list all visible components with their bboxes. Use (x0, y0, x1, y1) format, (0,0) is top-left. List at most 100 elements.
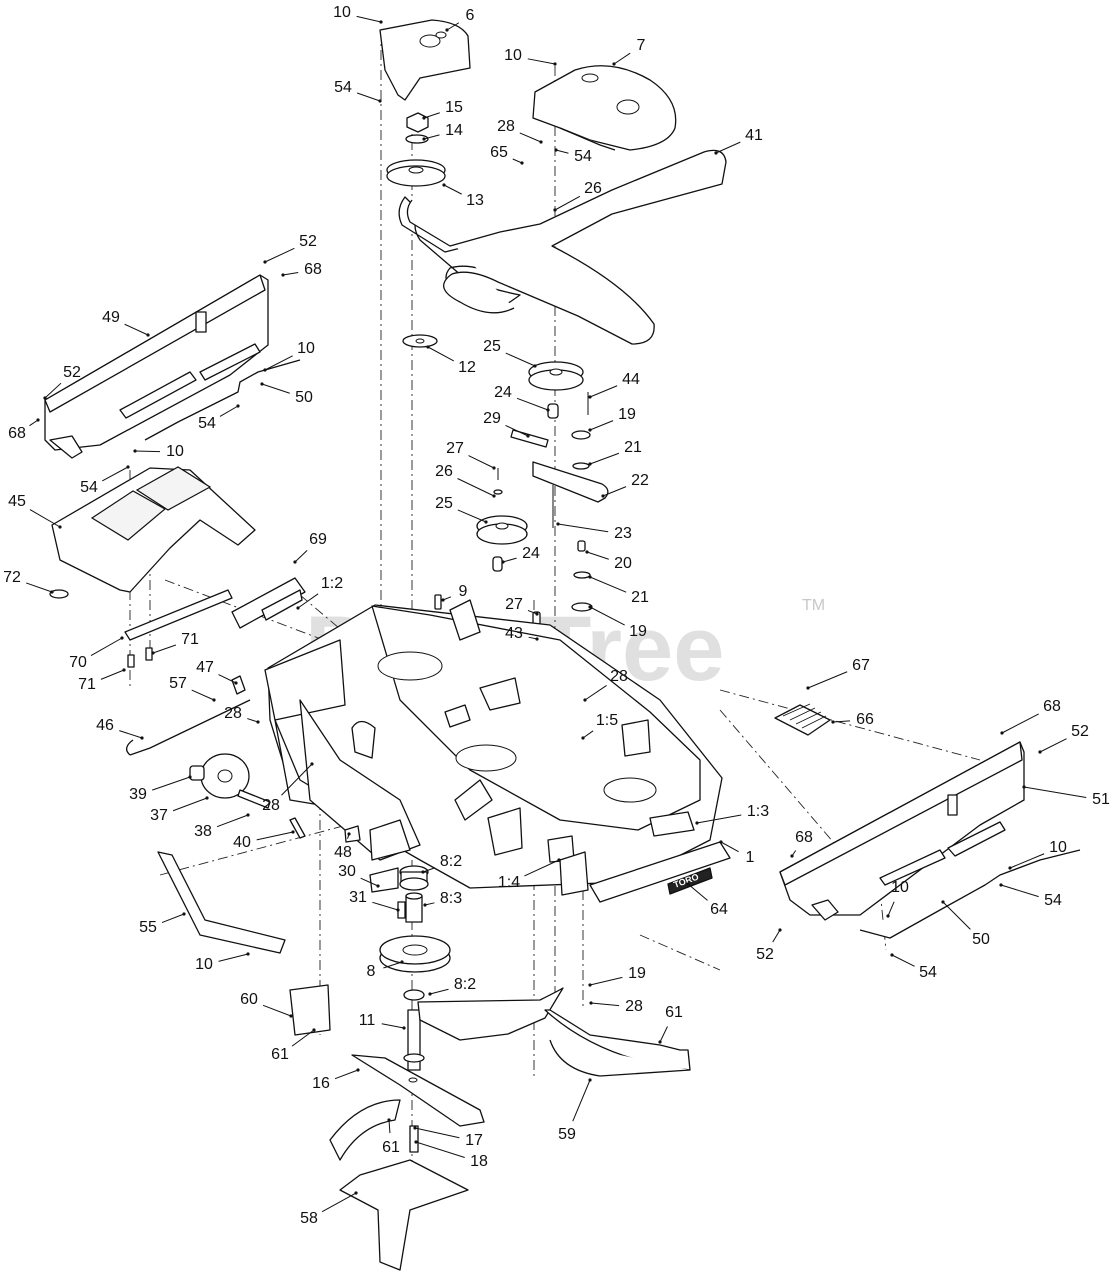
leader-line (589, 576, 627, 593)
leader-dot (43, 396, 47, 400)
callout-54: 54 (890, 953, 937, 981)
callout-54: 54 (334, 79, 382, 103)
leader-line (25, 582, 53, 593)
leader-dot (445, 28, 449, 32)
leader-dot (588, 605, 592, 609)
callout-number: 68 (304, 261, 322, 278)
callout-52: 52 (1038, 723, 1089, 754)
leader-dot (133, 449, 137, 453)
callout-number: 12 (458, 359, 476, 376)
leader-line (832, 720, 851, 723)
callout-59: 59 (558, 1078, 592, 1143)
callout-8-2: 8:2 (428, 976, 476, 996)
callout-number: 50 (972, 931, 990, 948)
leader-dot (263, 260, 267, 264)
leader-dot (422, 137, 426, 141)
callout-number: 70 (69, 654, 87, 671)
callout-number: 52 (63, 364, 81, 381)
leader-dot (396, 908, 400, 912)
callout-28: 28 (497, 118, 543, 144)
leader-dot (535, 612, 539, 616)
callout-number: 1:3 (747, 803, 769, 820)
leader-dot (378, 99, 382, 103)
callout-50: 50 (941, 900, 990, 948)
leader-line (589, 606, 625, 626)
callout-48: 48 (334, 832, 352, 861)
leader-line (219, 405, 239, 417)
leader-dot (588, 575, 592, 579)
leader-line (360, 877, 379, 887)
callout-number: 28 (497, 118, 515, 135)
callout-61: 61 (382, 1118, 400, 1156)
leader-dot (414, 1140, 418, 1144)
leader-line (554, 195, 581, 211)
leader-line (383, 961, 403, 969)
callout-number: 26 (584, 180, 602, 197)
callout-number: 46 (96, 717, 114, 734)
callout-68: 68 (8, 418, 40, 442)
callout-14: 14 (422, 122, 463, 141)
callout-number: 7 (637, 37, 646, 54)
callout-60: 60 (240, 991, 293, 1018)
callout-26: 26 (553, 180, 602, 212)
callout-45: 45 (8, 493, 62, 529)
leader-line (172, 797, 208, 812)
leader-line (281, 763, 313, 796)
callout-27: 27 (446, 440, 496, 470)
pulley-hardware-center (386, 112, 446, 348)
callout-16: 16 (312, 1068, 360, 1092)
callout-number: 54 (334, 79, 352, 96)
leader-line (555, 149, 569, 154)
callout-1-5: 1:5 (581, 712, 618, 740)
leader-line (1000, 884, 1039, 898)
leader-dot (188, 775, 192, 779)
callout-number: 28 (224, 705, 242, 722)
leader-line (659, 1026, 668, 1043)
callout-37: 37 (150, 796, 209, 824)
leader-line (687, 883, 708, 901)
callout-19: 19 (588, 605, 647, 640)
leader-line (457, 478, 495, 497)
leader-dot (310, 762, 314, 766)
pulley-lower-25 (434, 468, 541, 643)
callout-11: 11 (359, 1012, 406, 1030)
leader-line (152, 644, 177, 654)
callout-66: 66 (831, 711, 874, 728)
callout-7: 7 (612, 37, 646, 66)
callout-24: 24 (494, 384, 550, 412)
leader-line (256, 831, 294, 841)
callout-52: 52 (43, 364, 81, 400)
leader-dot (236, 404, 240, 408)
callout-46: 46 (96, 717, 144, 740)
leader-dot (423, 903, 427, 907)
callout-number: 19 (618, 406, 636, 423)
leader-line (152, 776, 191, 791)
leader-dot (442, 183, 446, 187)
callout-68: 68 (281, 261, 322, 278)
callout-number: 54 (198, 415, 216, 432)
leader-line (218, 953, 249, 962)
callout-10: 10 (333, 4, 383, 24)
callout-number: 23 (614, 525, 632, 542)
leader-line (261, 383, 290, 394)
side-baffle-left-49 (44, 274, 269, 459)
callout-number: 6 (466, 7, 475, 24)
callout-number: 27 (505, 596, 523, 613)
leader-line (297, 593, 319, 609)
callout-39: 39 (129, 775, 192, 803)
callout-number: 8:3 (440, 890, 462, 907)
leader-dot (36, 418, 40, 422)
callout-number: 48 (334, 844, 352, 861)
pulley-cover-left-6 (379, 19, 471, 101)
callout-number: 10 (504, 47, 522, 64)
callout-number: 26 (435, 463, 453, 480)
leader-line (415, 1141, 465, 1158)
leader-line (161, 913, 185, 924)
leader-line (446, 22, 460, 31)
callout-54: 54 (999, 883, 1062, 909)
callout-41: 41 (714, 127, 763, 155)
leader-line (527, 610, 538, 615)
callout-number: 68 (795, 829, 813, 846)
